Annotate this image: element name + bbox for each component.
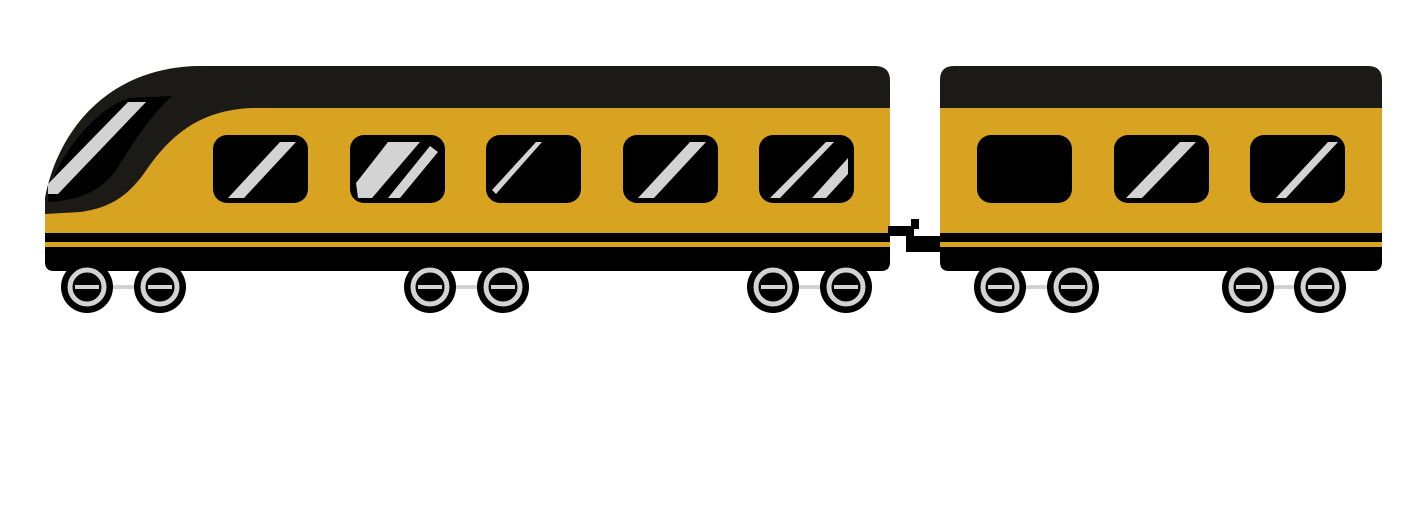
window-glare-icon <box>492 142 542 194</box>
window-glare-icon <box>1126 142 1196 198</box>
wheel-icon <box>1294 261 1346 313</box>
locomotive-body <box>45 66 890 271</box>
window-glare-icon <box>812 158 848 198</box>
wheel-icon <box>477 261 529 313</box>
window <box>486 135 581 203</box>
passenger-car <box>940 66 1382 271</box>
window-glare-icon <box>1276 142 1338 198</box>
window <box>977 135 1072 203</box>
wheel-ring <box>67 267 107 307</box>
wheel-ring <box>1228 267 1268 307</box>
coupler-pin <box>911 219 919 229</box>
window-glare-icon <box>638 142 706 198</box>
locomotive-roof <box>45 66 890 214</box>
wheel-ring <box>140 267 180 307</box>
wheel-icon <box>1222 261 1274 313</box>
locomotive-windows <box>213 135 854 203</box>
coupler-bar <box>906 236 942 252</box>
coupler <box>888 219 942 252</box>
car-stripe <box>940 242 1382 247</box>
wheel-icon <box>404 261 456 313</box>
windshield <box>48 96 172 202</box>
coupler-bar <box>888 226 914 236</box>
wheel-ring <box>483 267 523 307</box>
wheel-icon <box>134 261 186 313</box>
window-glare-icon <box>388 146 438 198</box>
window-glare-icon <box>356 142 420 198</box>
wheel-icon <box>747 261 799 313</box>
windshield-glare-icon <box>48 102 146 194</box>
car-windows <box>977 135 1345 203</box>
wheel-icon <box>61 261 113 313</box>
wheel-ring <box>753 267 793 307</box>
window-glare-icon <box>228 142 296 198</box>
wheel-ring <box>980 267 1020 307</box>
locomotive <box>45 66 890 271</box>
wheel-ring <box>826 267 866 307</box>
wheel-icon <box>974 261 1026 313</box>
wheel-ring <box>1300 267 1340 307</box>
wheel-ring <box>1053 267 1093 307</box>
wheel-icon <box>820 261 872 313</box>
wheel-icon <box>1047 261 1099 313</box>
wheel-ring <box>410 267 450 307</box>
wheel-set <box>61 261 1346 313</box>
car-roof <box>940 66 1382 108</box>
window-glare-icon <box>770 142 834 198</box>
locomotive-stripe <box>45 242 890 247</box>
